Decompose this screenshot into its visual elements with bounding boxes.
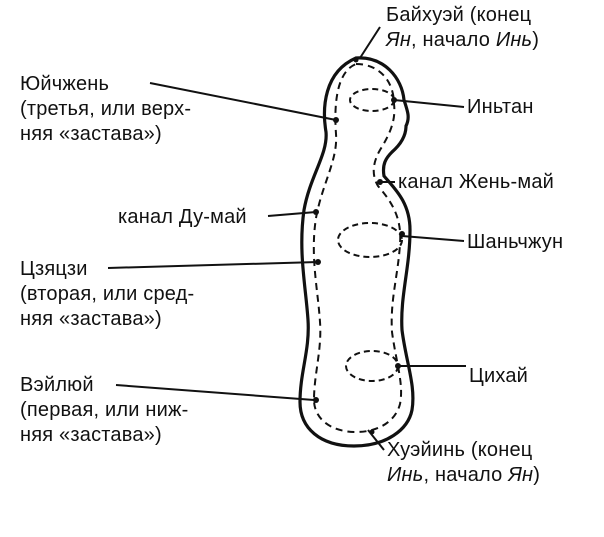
- leader-lines: [107, 26, 466, 451]
- leader-huiyin: [367, 429, 385, 451]
- label-qihai: Цихай: [469, 365, 529, 387]
- label-jiaji: Цзяцзи (вторая, или сред- няя «застава»): [20, 258, 195, 330]
- marker-weilui: [313, 397, 319, 403]
- label-yuizhen: Юйчжень (третья, или верх- няя «застава»…: [20, 73, 192, 145]
- label-yintang: Иньтан: [467, 96, 534, 118]
- leader-shanzhong: [401, 235, 465, 242]
- marker-baihui: [353, 57, 359, 63]
- yintang-oval: [349, 88, 395, 112]
- leader-yintang: [393, 99, 465, 108]
- leader-dumai: [267, 211, 317, 217]
- label-baihui: Байхуэй (конец Ян, начало Инь): [386, 4, 540, 51]
- body-outline: [298, 56, 415, 448]
- label-dumai: канал Ду-май: [118, 206, 247, 228]
- leader-baihui: [359, 26, 381, 59]
- leader-yuizhen: [149, 82, 337, 121]
- leader-jiaji: [107, 261, 319, 269]
- qihai-oval: [345, 350, 399, 382]
- label-huiyin: Хуэйинь (конец Инь, начало Ян): [387, 439, 541, 486]
- point-markers: [313, 57, 405, 435]
- leader-weilui: [115, 384, 315, 401]
- label-weilui: Вэйлюй (первая, или ниж- няя «застава»): [20, 374, 189, 446]
- label-renmai: канал Жень-май: [398, 171, 555, 193]
- label-shanzhong: Шаньчжун: [467, 231, 564, 253]
- shanzhong-oval: [337, 222, 403, 258]
